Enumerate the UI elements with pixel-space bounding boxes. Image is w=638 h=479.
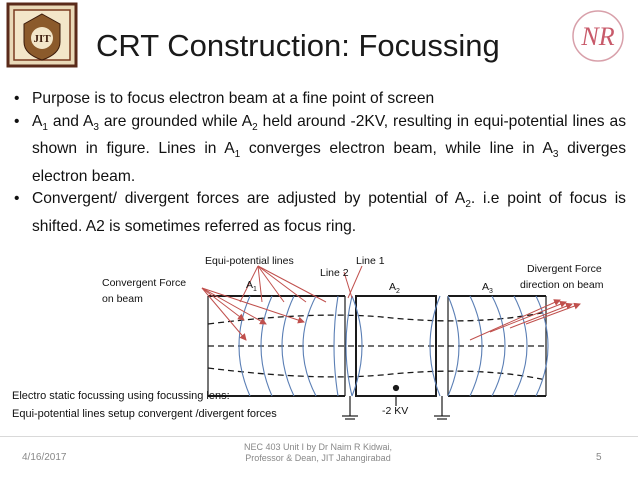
- bullet-list: • Purpose is to focus electron beam at a …: [14, 88, 626, 238]
- footer-author-line-2: Professor & Dean, JIT Jahangirabad: [245, 453, 391, 463]
- label-line-2: Line 2: [320, 267, 349, 279]
- label-divergent-force: Divergent Force: [527, 263, 602, 275]
- text-run: Purpose is to focus electron beam at a f…: [32, 90, 435, 107]
- label-convergent-force: Convergent Force: [102, 277, 186, 289]
- text-run: converges electron beam, while line in A: [240, 140, 553, 158]
- footer-author: NEC 403 Unit I by Dr Naim R Kidwai, Prof…: [230, 442, 406, 464]
- electrostatic-lens-diagram: Convergent Force on beam Equi-potential …: [102, 255, 604, 420]
- bullet-text: Convergent/ divergent forces are adjuste…: [32, 188, 626, 237]
- bullet-symbol: •: [14, 190, 20, 208]
- bullet-item: • Purpose is to focus electron beam at a …: [14, 88, 626, 110]
- text-run: are grounded while A: [98, 112, 253, 130]
- subscript: 2: [465, 199, 471, 211]
- subscript: 1: [234, 149, 241, 161]
- label-a1: A1: [246, 279, 257, 293]
- text-run: Convergent/ divergent forces are adjuste…: [32, 190, 466, 208]
- caption-line-1: Electro static focussing using focussing…: [12, 390, 230, 402]
- slide-title: CRT Construction: Focussing: [96, 28, 500, 63]
- bullet-item: • Convergent/ divergent forces are adjust…: [14, 188, 626, 237]
- label-voltage: -2 KV: [382, 405, 408, 417]
- college-emblem-logo: JIT: [6, 2, 78, 68]
- label-line-1: Line 1: [356, 255, 385, 267]
- footer-page-number: 5: [596, 452, 602, 463]
- bullet-text: A1 and A3 are grounded while A2 held aro…: [32, 111, 626, 188]
- bullet-item: •A1 and A3 are grounded while A2 held ar…: [14, 111, 626, 188]
- text-run: A: [32, 112, 43, 130]
- bullet-symbol: •: [14, 112, 20, 130]
- convergent-force-arrows: [201, 265, 363, 341]
- subscript: 1: [42, 121, 48, 133]
- subscript: 3: [552, 149, 559, 161]
- divergent-force-arrows: [469, 299, 581, 341]
- label-a2: A2: [389, 281, 400, 295]
- subscript: 2: [252, 121, 258, 133]
- label-convergent-on-beam: on beam: [102, 293, 143, 305]
- subscript: 3: [93, 121, 99, 133]
- monogram-logo: NR: [572, 10, 624, 62]
- text-run: held around -2KV, resulting in equi-pote…: [32, 112, 626, 158]
- label-equipotential-lines: Equi-potential lines: [205, 255, 294, 267]
- footer-divider: [0, 436, 638, 437]
- footer-date: 4/16/2017: [22, 452, 67, 463]
- logo-left-text: JIT: [33, 33, 51, 45]
- text-run: . i.e point of focus is shifted. A2 is s…: [32, 190, 626, 235]
- label-a3: A3: [482, 281, 493, 295]
- ground-connections: [342, 384, 450, 420]
- bullet-text: Purpose is to focus electron beam at a f…: [32, 88, 626, 110]
- text-run: diverges electron beam.: [32, 140, 627, 185]
- electron-beam: [207, 311, 547, 381]
- text-run: and A: [47, 112, 94, 130]
- equipotential-lines: [238, 295, 549, 397]
- label-divergent-direction: direction on beam: [520, 279, 604, 291]
- footer-author-line-1: NEC 403 Unit I by Dr Naim R Kidwai,: [243, 442, 393, 452]
- logo-right-text: NR: [580, 22, 614, 51]
- bullet-symbol: •: [14, 90, 20, 107]
- electrode-a3: [447, 295, 547, 397]
- caption-line-2: Equi-potential lines setup convergent /d…: [12, 408, 277, 420]
